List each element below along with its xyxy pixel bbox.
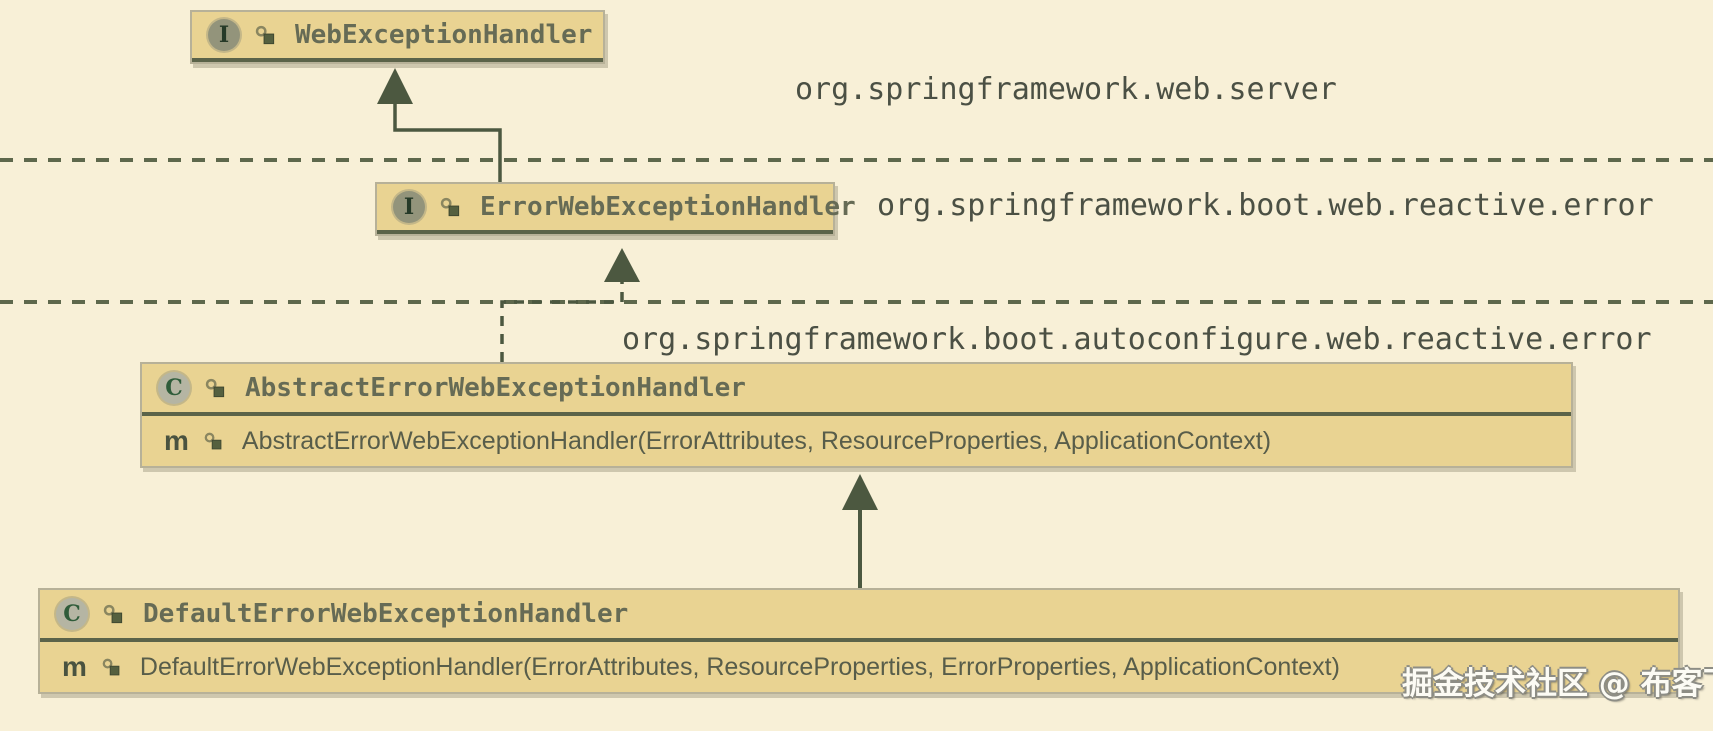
class-box-abstracterrorwebexceptionhandler[interactable]: C AbstractErrorWebExceptionHandler m Abs… bbox=[140, 362, 1573, 468]
class-name-row: C DefaultErrorWebExceptionHandler bbox=[40, 590, 1678, 642]
class-icon: C bbox=[56, 598, 88, 630]
method-icon: m bbox=[62, 651, 87, 682]
watermark-text: 掘金技术社区 @ 布客飞龙 bbox=[1402, 666, 1713, 702]
method-icon: m bbox=[164, 425, 189, 456]
class-box-errorwebexceptionhandler[interactable]: I ErrorWebExceptionHandler bbox=[375, 182, 856, 236]
class-name-row: C AbstractErrorWebExceptionHandler bbox=[142, 364, 1571, 416]
class-box-webexceptionhandler[interactable]: I WebExceptionHandler bbox=[190, 10, 605, 64]
public-key-icon bbox=[103, 604, 123, 623]
package-label-boot-web-reactive-error: org.springframework.boot.web.reactive.er… bbox=[877, 188, 1654, 223]
public-key-icon bbox=[255, 25, 275, 44]
package-label-boot-autoconfigure-web-reactive-error: org.springframework.boot.autoconfigure.w… bbox=[622, 322, 1652, 357]
constructor-signature: AbstractErrorWebExceptionHandler(ErrorAt… bbox=[241, 426, 1272, 455]
method-row: m AbstractErrorWebExceptionHandler(Error… bbox=[142, 416, 1571, 466]
public-key-icon bbox=[440, 197, 460, 216]
constructor-signature: DefaultErrorWebExceptionHandler(ErrorAtt… bbox=[139, 652, 1340, 681]
interface-icon: I bbox=[393, 191, 425, 223]
class-icon: C bbox=[158, 372, 190, 404]
class-name: DefaultErrorWebExceptionHandler bbox=[143, 599, 629, 629]
class-name: AbstractErrorWebExceptionHandler bbox=[245, 373, 746, 403]
inheritance-arrow-error-to-web bbox=[377, 68, 502, 182]
class-name: WebExceptionHandler bbox=[295, 20, 593, 50]
class-name-row: I WebExceptionHandler bbox=[192, 12, 603, 62]
method-row: m DefaultErrorWebExceptionHandler(ErrorA… bbox=[40, 642, 1678, 692]
class-name: ErrorWebExceptionHandler bbox=[480, 192, 856, 222]
public-key-icon bbox=[102, 658, 120, 675]
class-box-defaulterrorwebexceptionhandler[interactable]: C DefaultErrorWebExceptionHandler m Defa… bbox=[38, 588, 1680, 694]
public-key-icon bbox=[204, 432, 222, 449]
inheritance-arrow-default-to-abstract bbox=[842, 474, 878, 588]
realization-arrow-abstract-to-error bbox=[500, 248, 640, 362]
class-name-row: I ErrorWebExceptionHandler bbox=[377, 184, 856, 234]
public-key-icon bbox=[205, 378, 225, 397]
interface-icon: I bbox=[208, 19, 240, 51]
package-label-web-server: org.springframework.web.server bbox=[795, 72, 1337, 107]
